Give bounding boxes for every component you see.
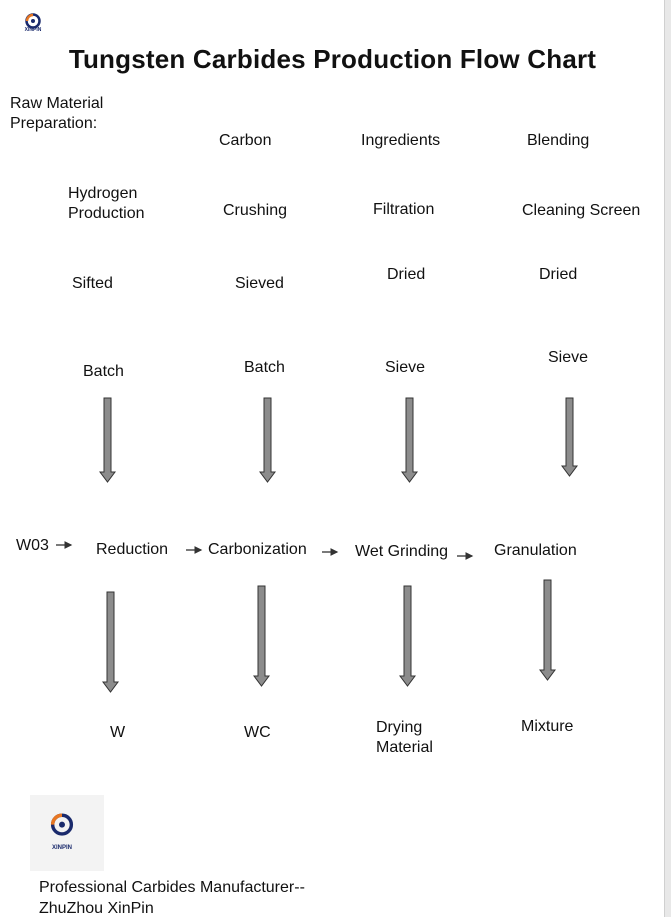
page-title: Tungsten Carbides Production Flow Chart bbox=[68, 44, 597, 74]
process-reduction: Reduction bbox=[96, 541, 169, 558]
footer-caption: Professional Carbides Manufacturer-- Zhu… bbox=[39, 879, 305, 917]
down-arrow-icon bbox=[253, 585, 270, 687]
top-logo-text: XINPIN bbox=[24, 27, 42, 33]
step-sieve-2: Sieve bbox=[548, 349, 589, 366]
down-arrow-icon bbox=[99, 397, 116, 483]
down-arrow-icon bbox=[539, 579, 556, 681]
output-drying-material: Drying Material bbox=[376, 719, 433, 756]
process-carbonization: Carbonization bbox=[208, 541, 307, 558]
section-label: Raw Material Preparation: bbox=[10, 95, 104, 132]
footer-logo-box: XINPIN bbox=[30, 795, 104, 871]
down-arrow-icon bbox=[102, 591, 119, 693]
process-wet-grinding: Wet Grinding bbox=[355, 543, 449, 560]
step-carbon: Carbon bbox=[219, 132, 272, 149]
down-arrow-icon bbox=[401, 397, 418, 483]
step-sieve-1: Sieve bbox=[385, 359, 426, 376]
step-batch-1: Batch bbox=[83, 363, 124, 380]
step-batch-2: Batch bbox=[244, 359, 285, 376]
step-dried-2: Dried bbox=[539, 266, 578, 283]
step-filtration: Filtration bbox=[373, 201, 435, 218]
process-granulation: Granulation bbox=[494, 542, 577, 559]
step-cleaning-screen: Cleaning Screen bbox=[522, 202, 641, 219]
down-arrow-icon bbox=[399, 585, 416, 687]
xinpin-logo-icon bbox=[50, 813, 74, 836]
footer-logo-text: XINPIN bbox=[51, 845, 72, 851]
down-arrow-icon bbox=[259, 397, 276, 483]
step-crushing: Crushing bbox=[223, 202, 288, 219]
step-sieved: Sieved bbox=[235, 275, 284, 292]
page-right-edge bbox=[664, 0, 671, 917]
output-mixture: Mixture bbox=[521, 718, 574, 735]
step-sifted: Sifted bbox=[72, 275, 113, 292]
step-hydrogen-production: Hydrogen Production bbox=[68, 185, 145, 222]
step-dried-1: Dried bbox=[387, 266, 426, 283]
input-w03: W03 bbox=[16, 537, 49, 554]
down-arrow-icon bbox=[561, 397, 578, 477]
output-wc: WC bbox=[244, 724, 271, 741]
step-ingredients: Ingredients bbox=[361, 132, 441, 149]
step-blending: Blending bbox=[527, 132, 590, 149]
output-w: W bbox=[110, 724, 126, 741]
xinpin-logo-icon bbox=[25, 13, 41, 29]
